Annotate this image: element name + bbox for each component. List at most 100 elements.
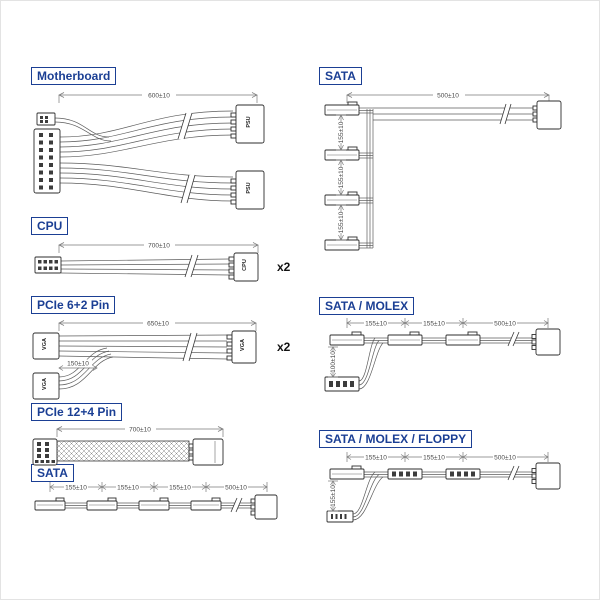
dim-label: 155±10: [423, 321, 445, 328]
pcie-12-4-diagram: 700±10: [32, 426, 224, 466]
connector-psu-sata: [250, 494, 278, 520]
wire-bundle-molex-drop: [358, 337, 384, 390]
sata-molex-floppy-diagram: 155±10 155±10 500±10: [326, 452, 561, 523]
connector-label-psu: PSU: [246, 116, 252, 127]
section-label-sata-b: SATA: [319, 67, 362, 85]
dim-label: 155±10: [338, 166, 345, 188]
wire-bundle-top: [54, 110, 234, 158]
dimension-cpu-length: 700±10: [58, 242, 259, 253]
motherboard-diagram: 600±10: [33, 92, 265, 210]
connector-psu-vga: VGA: [226, 330, 257, 364]
cable-break-icon: [507, 465, 520, 481]
dim-label: 155±10: [117, 485, 139, 492]
connector-atx-24pin: [33, 128, 61, 194]
dimension-spacing-2: 155±10: [336, 159, 346, 196]
connector-12plus4: [32, 438, 58, 466]
sata-connector: [324, 101, 360, 116]
dimension-chain: 155±10 155±10 500±10: [346, 452, 549, 462]
connector-label-psu: PSU: [246, 182, 252, 193]
connector-label-vga: VGA: [42, 338, 48, 350]
dim-label-600: 600±10: [148, 93, 170, 100]
dimension-spacing-1: 155±10: [336, 114, 346, 151]
connector-psu-sata: [532, 100, 562, 130]
section-label-sata-molex-floppy: SATA / MOLEX / FLOPPY: [319, 430, 473, 448]
dimension-pcie-length: 650±10: [58, 320, 257, 331]
floppy-connector: [326, 510, 354, 523]
connector-psu-12plus4: [188, 438, 224, 466]
wire-bundle: [60, 258, 230, 276]
braided-sleeve: [56, 440, 190, 462]
section-label-sata-molex: SATA / MOLEX: [319, 297, 415, 315]
cable-break-icon: [182, 332, 198, 362]
pcie-6-2-diagram: 650±10 150±10 VGA: [32, 320, 291, 400]
section-label-cpu: CPU: [31, 217, 69, 235]
dim-label-700b: 700±10: [129, 427, 151, 434]
connector-cpu-8pin: [34, 256, 62, 274]
dimension-pcie124-length: 700±10: [56, 426, 224, 437]
wire-bundle-split: [58, 347, 114, 390]
cpu-diagram: 700±10 CPU x2: [34, 242, 291, 282]
sata-connector: [324, 236, 360, 251]
dim-label-150: 150±10: [67, 361, 89, 368]
sata-connector: [324, 146, 360, 161]
dim-label: 155±10: [65, 485, 87, 492]
dim-label: 500±10: [494, 455, 516, 462]
molex-connector: [324, 376, 360, 392]
dim-label: 155±10: [338, 121, 345, 143]
sata-connector: [329, 331, 365, 346]
dimension-chain: 155±10 155±10 155±10 500±10: [49, 482, 268, 492]
dim-label-drop: 155±10: [330, 485, 337, 507]
connector-label-vga: VGA: [240, 339, 246, 351]
dimension-motherboard-length: 600±10: [58, 92, 258, 103]
section-label-motherboard: Motherboard: [31, 67, 117, 85]
sata-connector: [324, 191, 360, 206]
sata-connector: [190, 497, 222, 511]
dim-label-650: 650±10: [147, 321, 169, 328]
sata-connector: [387, 331, 423, 346]
sata-a-diagram: 155±10 155±10 155±10 500±10: [34, 482, 278, 520]
cable-break-icon: [184, 254, 199, 278]
cable-break-icon: [230, 497, 243, 513]
section-label-pcie-6-2: PCIe 6+2 Pin: [31, 296, 116, 314]
cable-break-icon: [177, 112, 193, 140]
wire-bundle: [364, 471, 536, 478]
dimension-sata-length: 500±10: [346, 92, 550, 103]
connector-psu-sata: [531, 328, 561, 356]
quantity-label: x2: [277, 260, 291, 274]
connector-psu-top: PSU: [230, 104, 265, 144]
dimension-spacing-3: 155±10: [336, 204, 346, 241]
dim-label: 155±10: [169, 485, 191, 492]
sata-connector: [329, 465, 365, 480]
dim-label-500: 500±10: [437, 93, 459, 100]
sata-connector: [86, 497, 118, 511]
connector-atx-4pin: [36, 112, 56, 126]
molex-connector: [387, 468, 423, 480]
dimension-split-length: 150±10: [58, 359, 98, 371]
wire-bundle-floppy-drop: [352, 471, 384, 521]
dim-label-700: 700±10: [148, 243, 170, 250]
dimension-floppy-drop: 155±10: [328, 480, 338, 512]
connector-psu-bottom: PSU: [230, 170, 265, 210]
dim-label: 155±10: [365, 321, 387, 328]
section-label-sata-a: SATA: [31, 464, 74, 482]
quantity-label: x2: [277, 340, 291, 354]
dim-label: 500±10: [225, 485, 247, 492]
connector-psu-cpu: CPU: [228, 252, 259, 282]
dim-label-drop: 100±10: [330, 351, 337, 373]
dim-label: 155±10: [338, 211, 345, 233]
connector-label-vga: VGA: [42, 378, 48, 390]
sata-b-diagram: 500±10: [324, 92, 562, 251]
dim-label: 155±10: [423, 455, 445, 462]
connector-vga-upper: VGA: [32, 332, 60, 360]
sata-molex-diagram: 155±10 155±10 500±10: [324, 318, 561, 392]
cable-break-icon: [180, 174, 196, 204]
wire-bundle-main: [58, 334, 228, 360]
molex-connector: [445, 468, 481, 480]
sata-connector: [34, 497, 66, 511]
wire-bundle: [364, 337, 536, 344]
cable-break-icon: [507, 331, 520, 347]
dimension-molex-drop: 100±10: [328, 346, 338, 378]
cable-break-icon: [499, 103, 512, 125]
sata-connector: [138, 497, 170, 511]
